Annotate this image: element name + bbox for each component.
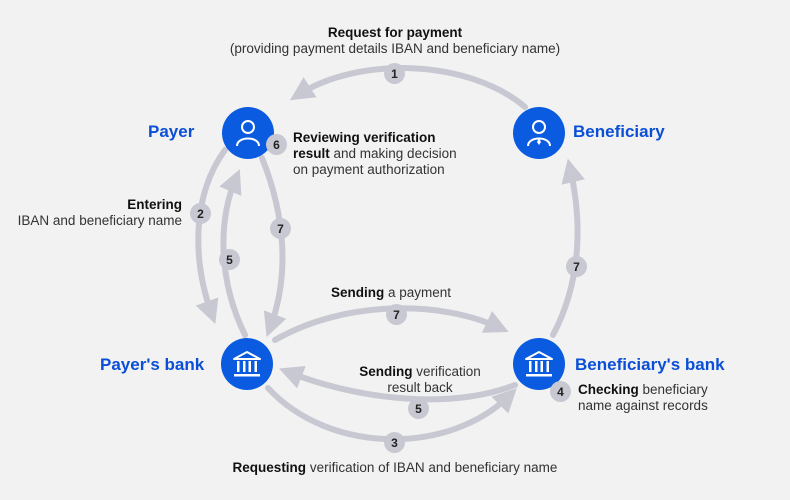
- step-5-label: Sending verification result back: [340, 364, 500, 396]
- beneficiary-node: [513, 107, 565, 159]
- step-badge-5-bottom: 5: [408, 398, 429, 419]
- person-icon: [236, 120, 260, 147]
- step-7-text: a payment: [384, 285, 452, 300]
- step-1-title: Request for payment: [327, 25, 463, 40]
- step-badge-7-top: 7: [386, 304, 407, 325]
- step-badge-6: 6: [266, 134, 287, 155]
- step-6-title-2: result: [293, 146, 330, 161]
- step-badge-1: 1: [384, 63, 405, 84]
- arrow-step-1: [289, 65, 528, 110]
- arrow-step-5-back: [279, 366, 518, 403]
- step-5-title: Sending: [359, 364, 413, 379]
- bank-icon: [525, 351, 553, 377]
- bank-icon: [233, 351, 261, 377]
- step-2-title: Entering: [127, 197, 182, 212]
- arrow-step-2: [195, 147, 228, 325]
- step-6-text: and making decision: [329, 146, 457, 161]
- step-badge-7-right: 7: [566, 256, 587, 277]
- step-7-label: Sending a payment: [331, 285, 491, 301]
- person-tie-icon: [527, 120, 551, 147]
- step-6-text-2: on payment authorization: [293, 162, 445, 177]
- step-badge-5-left: 5: [219, 249, 240, 270]
- step-4-text: beneficiary: [638, 382, 708, 397]
- payer-node: [222, 107, 274, 159]
- step-3-text: verification of IBAN and beneficiary nam…: [306, 460, 558, 475]
- step-3-label: Requesting verification of IBAN and bene…: [150, 460, 640, 476]
- step-4-label: Checking beneficiary name against record…: [578, 382, 778, 414]
- step-3-title: Requesting: [232, 460, 307, 475]
- step-1-text: (providing payment details IBAN and bene…: [229, 41, 561, 56]
- step-badge-7-left: 7: [270, 218, 291, 239]
- step-badge-2: 2: [190, 203, 211, 224]
- beneficiary-bank-label: Beneficiary's bank: [575, 355, 725, 374]
- step-6-label: Reviewing verification result and making…: [293, 130, 503, 178]
- payer-bank-node: [221, 338, 273, 390]
- payer-bank-label: Payer's bank: [100, 355, 205, 374]
- step-badge-4: 4: [550, 381, 571, 402]
- step-7-title: Sending: [331, 285, 385, 300]
- arrow-step-7-down: [259, 155, 287, 337]
- step-5-text: verification: [412, 364, 481, 379]
- step-1-label: Request for payment (providing payment d…: [190, 25, 600, 57]
- step-2-text: IBAN and beneficiary name: [17, 213, 182, 228]
- payer-label: Payer: [148, 122, 195, 141]
- arrow-step-7-up: [550, 158, 585, 338]
- step-4-text-2: name against records: [578, 398, 708, 413]
- step-2-label: Entering IBAN and beneficiary name: [0, 197, 182, 229]
- step-6-title: Reviewing verification: [293, 130, 436, 145]
- step-4-title: Checking: [578, 382, 639, 397]
- beneficiary-label: Beneficiary: [573, 122, 665, 141]
- step-5-text-2: result back: [387, 380, 453, 395]
- step-badge-3: 3: [384, 432, 405, 453]
